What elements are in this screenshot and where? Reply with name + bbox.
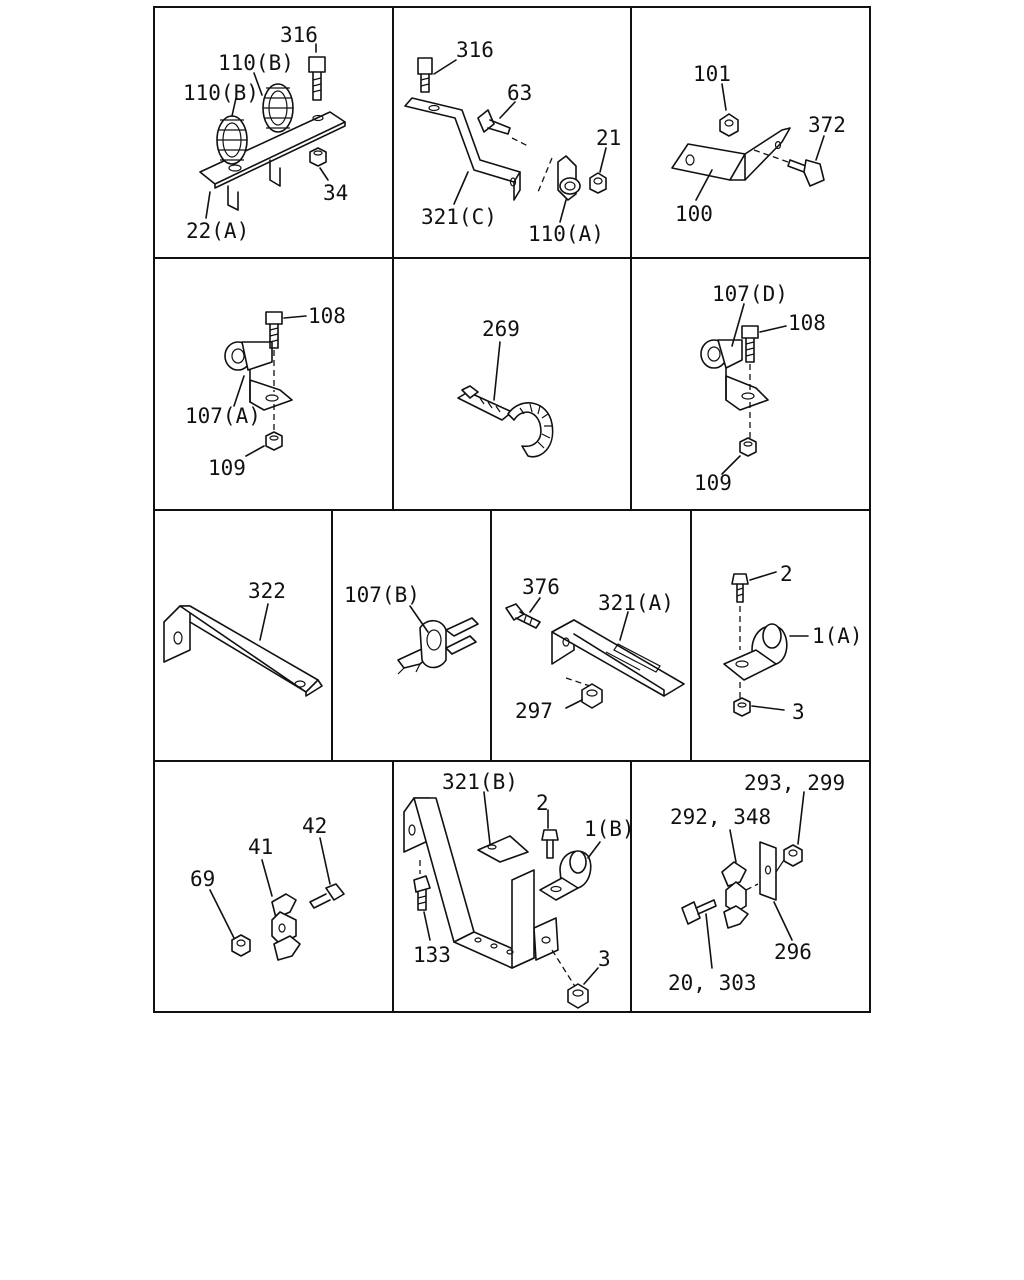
callout-22a: 22(A): [186, 219, 249, 243]
callout-101: 101: [693, 62, 731, 86]
clip-107b: [397, 617, 479, 675]
plate-296: [759, 841, 777, 901]
callout-42: 42: [302, 814, 327, 838]
callout-293-299: 293, 299: [744, 771, 845, 795]
callout-376: 376: [522, 575, 560, 599]
bracket-plate-22a: [199, 111, 346, 211]
bolt-2: [541, 829, 559, 859]
callout-110a: 110(A): [528, 222, 604, 246]
callout-108: 108: [788, 311, 826, 335]
callout-372: 372: [808, 113, 846, 137]
cell-bracket-321a: 376 321(A) 297: [505, 575, 685, 723]
bolt-108: [265, 311, 283, 349]
callout-107a: 107(A): [185, 404, 261, 428]
callout-2: 2: [536, 791, 549, 815]
cell-clamp-1a: 2 1(A) 3: [723, 562, 863, 724]
callout-107d: 107(D): [712, 282, 788, 306]
bolt-316a: [308, 56, 326, 101]
clip-107d: [700, 339, 769, 411]
bracket-100: [671, 127, 791, 181]
nut-21: [589, 172, 607, 194]
cell-clip-107d: 107(D) 108 109: [694, 282, 826, 495]
callout-1b: 1(B): [584, 817, 635, 841]
cell-bracket-321b: 321(B) 2 1(B) 133 3: [403, 770, 635, 1009]
callout-69: 69: [190, 867, 215, 891]
clip-107a: [224, 341, 293, 411]
callout-63: 63: [507, 81, 532, 105]
bracket-321a: [551, 619, 685, 697]
bracket-322: [163, 605, 323, 697]
nut-34: [309, 147, 327, 167]
cell-clamp-269: 269: [457, 317, 554, 458]
callout-321c: 321(C): [421, 205, 497, 229]
callout-110b: 110(B): [183, 81, 259, 105]
nut-3: [733, 697, 751, 717]
callout-269: 269: [482, 317, 520, 341]
callout-297: 297: [515, 699, 553, 723]
cell-clip-107a: 108 107(A) 109: [185, 304, 346, 480]
callout-109: 109: [694, 471, 732, 495]
bolt-133: [413, 875, 431, 911]
callout-107b: 107(B): [344, 583, 420, 607]
nut-109: [265, 431, 283, 451]
clamp-110a: [557, 155, 581, 201]
cell-bracket-100: 101 372 100: [671, 62, 846, 226]
callout-296: 296: [774, 940, 812, 964]
nut-3: [567, 983, 589, 1009]
callout-3: 3: [598, 947, 611, 971]
callout-322: 322: [248, 579, 286, 603]
bolt-20-303: [681, 899, 717, 925]
bolt-63: [477, 109, 511, 135]
cell-clip-296: 292, 348 293, 299 296 20, 303: [668, 771, 845, 995]
nut-101: [719, 113, 739, 137]
nut-69: [231, 934, 251, 957]
bolt-42: [309, 883, 345, 909]
bracket-321b: [403, 797, 559, 969]
clip-292-348: [721, 861, 749, 929]
callout-41: 41: [248, 835, 273, 859]
grid-frame: [153, 6, 871, 1013]
bracket-321c: [404, 97, 521, 201]
callout-1a: 1(A): [812, 624, 863, 648]
callout-2: 2: [780, 562, 793, 586]
bolt-372: [787, 159, 825, 187]
clip-41: [271, 893, 301, 961]
bolt-376: [505, 603, 541, 629]
callout-110b: 110(B): [218, 51, 294, 75]
cell-double-clamp-bracket: 316 110(B) 110(B) 34 22(A): [183, 23, 348, 243]
cell-bracket-322: 322: [163, 579, 323, 697]
callout-321a: 321(A): [598, 591, 674, 615]
bolt-2: [731, 573, 749, 603]
callout-100: 100: [675, 202, 713, 226]
nut-297: [581, 683, 603, 709]
clamp-110b-left: [216, 115, 248, 165]
cell-clip-41: 41 42 69: [190, 814, 345, 961]
callout-109: 109: [208, 456, 246, 480]
clamp-1b: [539, 850, 592, 901]
callout-316: 316: [456, 38, 494, 62]
callout-316: 316: [280, 23, 318, 47]
callout-3: 3: [792, 700, 805, 724]
callout-21: 21: [596, 126, 621, 150]
nut-109: [739, 437, 757, 457]
callout-292-348: 292, 348: [670, 805, 771, 829]
nut-293-299: [783, 844, 803, 867]
callout-34: 34: [323, 181, 348, 205]
cell-clip-107b: 107(B): [344, 583, 479, 675]
callout-108: 108: [308, 304, 346, 328]
callout-20-303: 20, 303: [668, 971, 757, 995]
clamp-110b-right: [262, 83, 294, 133]
clamp-1a: [723, 623, 788, 681]
callout-321b: 321(B): [442, 770, 518, 794]
hose-clamp-269: [457, 385, 554, 458]
cell-bracket-321c: 316 63 21 321(C) 110(A): [404, 38, 621, 246]
bolt-108: [741, 325, 759, 363]
bolt-316b: [417, 57, 433, 93]
callout-133: 133: [413, 943, 451, 967]
